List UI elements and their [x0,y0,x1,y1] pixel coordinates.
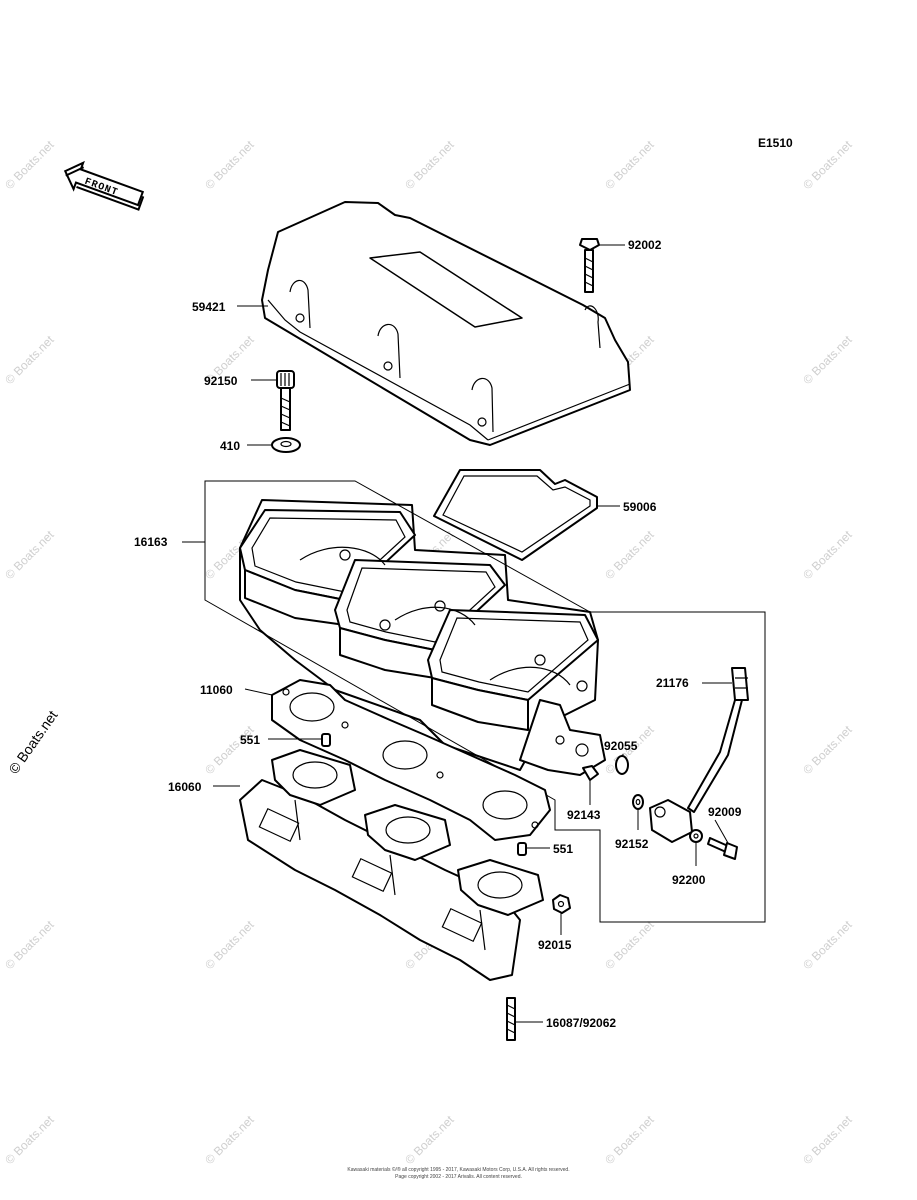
dowel-551-lower [517,842,527,856]
watermark: © Boats.net [2,332,57,387]
copyright-notice: Kawasaki materials ©/® all copyright 199… [300,1167,617,1181]
stud-16087-92062 [506,997,516,1041]
watermark: © Boats.net [2,527,57,582]
part-label[interactable]: 92009 [708,805,742,819]
part-label[interactable]: 92200 [672,873,706,887]
gasket-59006 [433,469,598,561]
diagram-code: E1510 [758,136,793,150]
part-label[interactable]: 92152 [615,837,649,851]
bolt-92150 [276,370,295,431]
side-watermark: © Boats.net [5,707,60,776]
intake-manifold [239,749,544,981]
part-label[interactable]: 11060 [200,683,233,697]
part-label[interactable]: 59421 [192,300,226,314]
watermark: © Boats.net [800,722,855,777]
part-label[interactable]: 59006 [623,500,657,514]
part-label[interactable]: 16087/92062 [546,1016,616,1030]
watermark: © Boats.net [2,137,57,192]
part-label[interactable]: 551 [553,842,573,856]
watermark: © Boats.net [800,332,855,387]
copyright-line: Kawasaki materials ©/® all copyright 199… [347,1167,570,1173]
watermark: © Boats.net [2,917,57,972]
part-label[interactable]: 92143 [567,808,601,822]
part-label[interactable]: 92150 [204,374,238,388]
watermark: © Boats.net [202,1112,257,1167]
watermark: © Boats.net [202,137,257,192]
part-label[interactable]: 92002 [628,238,662,252]
sensor-21176 [649,667,749,843]
part-label[interactable]: 21176 [656,676,689,690]
o-ring-92055 [615,755,629,775]
dowel-551-upper [321,733,331,747]
washer-410 [271,437,301,453]
copyright-line: Page copyright 2002 - 2017 Arivalis. All… [395,1174,522,1180]
part-label[interactable]: 92015 [538,938,572,952]
watermark: © Boats.net [602,137,657,192]
part-label[interactable]: 16163 [134,535,168,549]
washer-92200 [689,829,703,843]
bolt-92002 [579,238,600,293]
part-label[interactable]: 92055 [604,739,638,753]
assembly-bracket [204,480,766,923]
part-label[interactable]: 551 [240,733,260,747]
watermark: © Boats.net [800,137,855,192]
carburetor-body [239,499,606,776]
watermark: © Boats.net [800,1112,855,1167]
watermark: © Boats.net [202,917,257,972]
screw-92143 [582,765,599,781]
front-arrow: FRONT [63,160,145,211]
watermark: © Boats.net [602,917,657,972]
gasket-11060 [271,679,551,841]
nut-92015 [552,894,571,914]
watermark: © Boats.net [402,137,457,192]
watermark: © Boats.net [800,917,855,972]
watermark: © Boats.net [402,1112,457,1167]
part-label[interactable]: 16060 [168,780,202,794]
watermark: © Boats.net [602,527,657,582]
watermark: © Boats.net [800,527,855,582]
watermark: © Boats.net [602,1112,657,1167]
washer-92152 [632,794,644,810]
bolt-92009 [707,837,738,860]
leader-lines [182,244,732,1023]
valve-cover [261,201,631,446]
part-label[interactable]: 410 [220,439,240,453]
watermark: © Boats.net [202,722,257,777]
watermark: © Boats.net [2,1112,57,1167]
